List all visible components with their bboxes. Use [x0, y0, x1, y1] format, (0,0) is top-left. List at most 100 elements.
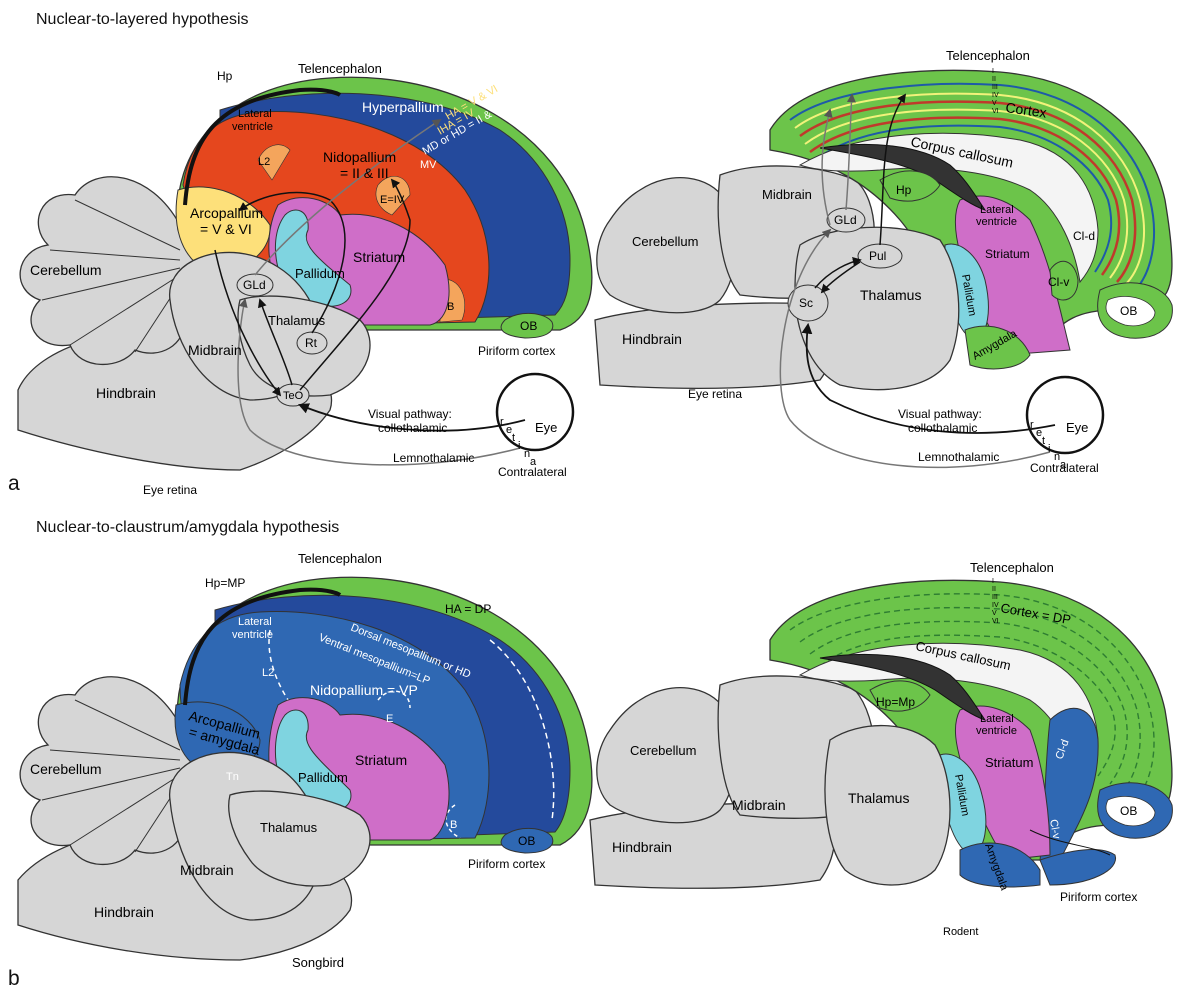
a-mammal-cerebellum-label: Cerebellum — [632, 234, 698, 249]
a-bird-hp-label: Hp — [217, 69, 233, 83]
panel-a-mammal-brain — [595, 70, 1172, 467]
a-bird-mv-label: MV — [420, 159, 437, 171]
b-bird-midbrain-label: Midbrain — [180, 862, 234, 878]
a-bird-lateral-label: Lateral — [238, 108, 272, 120]
retina-letter: r — [1030, 419, 1034, 431]
cortex-layer-number: VI — [992, 618, 999, 625]
b-bird-hp-mp-label: Hp=MP — [205, 576, 245, 590]
a-mammal-visual-pathway-label: Visual pathway: — [898, 407, 982, 421]
b-bird-b-label: B — [450, 819, 457, 831]
a-bird-ob-label: OB — [520, 319, 537, 333]
a-bird-e-label: E=IV — [380, 194, 405, 206]
b-mammal-lateral-label: Lateral — [980, 713, 1014, 725]
a-mammal-telencephalon-label: Telencephalon — [946, 48, 1030, 63]
cortex-layer-number: II — [992, 586, 996, 593]
panel-a-title: Nuclear-to-layered hypothesis — [36, 11, 249, 28]
a-mammal-hp-label: Hp — [896, 183, 912, 197]
b-mammal-hp-mp-label: Hp=Mp — [876, 695, 915, 709]
b-bird-striatum-label: Striatum — [355, 752, 407, 768]
b-bird-thalamus-label: Thalamus — [260, 820, 318, 835]
a-bird-hindbrain-label: Hindbrain — [96, 385, 156, 401]
panel-b-mammal-brain — [590, 580, 1172, 888]
cortex-layer-number: III — [992, 594, 998, 601]
a-bird-arcopallium-label: Arcopallium — [190, 205, 263, 221]
a-mammal-ob-label: OB — [1120, 304, 1137, 318]
b-mammal-piriform-label: Piriform cortex — [1060, 890, 1137, 904]
retina-letter: i — [1048, 443, 1050, 455]
a-bird-piriform-label: Piriform cortex — [478, 344, 555, 358]
b-mammal-telencephalon-label: Telencephalon — [970, 560, 1054, 575]
retina-letter: t — [1042, 435, 1045, 447]
b-mammal-ob-label: OB — [1120, 804, 1137, 818]
cortex-layer-number: VI — [992, 108, 999, 115]
a-bird-ventricle-label: ventricle — [232, 121, 273, 133]
cortex-layer-number: V — [992, 610, 997, 617]
b-bird-lateral-label: Lateral — [238, 616, 272, 628]
a-bird-midbrain-label: Midbrain — [188, 342, 242, 358]
a-bird-b-label: B — [447, 301, 454, 313]
a-mammal-striatum-label: Striatum — [985, 247, 1030, 261]
a-bird-l2-label: L2 — [258, 156, 270, 168]
b-mammal-ventricle-label: ventricle — [976, 725, 1017, 737]
a-mammal-sc-label: Sc — [799, 296, 813, 310]
a-bird-striatum-label: Striatum — [353, 249, 405, 265]
a-bird-nidopallium-label: Nidopallium — [323, 149, 396, 165]
b-bird-ob-label: OB — [518, 834, 535, 848]
a-mammal-hindbrain-label: Hindbrain — [622, 331, 682, 347]
b-bird-hindbrain-label: Hindbrain — [94, 904, 154, 920]
a-bird-eye-retina-label: Eye retina — [143, 483, 197, 497]
cortex-layer-number: I — [992, 68, 994, 75]
retina-letter: r — [500, 416, 504, 428]
a-bird-hyperpallium-label: Hyperpallium — [362, 99, 444, 115]
a-bird-gld-label: GLd — [243, 278, 266, 292]
cortex-layer-number: I — [992, 578, 994, 585]
a-mammal-eye-label: Eye — [1066, 420, 1088, 435]
b-bird-caption: Songbird — [292, 955, 344, 970]
cortex-layer-number: II — [992, 76, 996, 83]
a-bird-collothalamic-label: collothalamic — [378, 421, 447, 435]
b-bird-ventricle-label: ventricle — [232, 629, 273, 641]
a-mammal-eye-retina-label: Eye retina — [688, 387, 742, 401]
b-mammal-caption: Rodent — [943, 926, 978, 938]
b-bird-cerebellum-label: Cerebellum — [30, 761, 102, 777]
a-mammal-collothalamic-label: collothalamic — [908, 421, 977, 435]
a-mammal-gld-label: GLd — [834, 213, 857, 227]
a-mammal-pul-label: Pul — [869, 249, 886, 263]
a-bird-visual-pathway-label: Visual pathway: — [368, 407, 452, 421]
a-bird-rt-label: Rt — [305, 336, 318, 350]
b-mammal-thalamus-label: Thalamus — [848, 790, 909, 806]
cortex-layer-number: V — [992, 100, 997, 107]
a-bird-pallidum-label: Pallidum — [295, 266, 345, 281]
retina-letter: i — [518, 440, 520, 452]
panel-a-letter: a — [8, 472, 20, 495]
panel-b-letter: b — [8, 967, 20, 990]
a-bird-teo-label: TeO — [283, 390, 304, 402]
a-mammal-lemnothalamic-label: Lemnothalamic — [918, 450, 999, 464]
retina-letter: a — [1060, 459, 1067, 471]
cortex-layer-number: III — [992, 84, 998, 91]
panel-b-bird-brain — [18, 577, 592, 960]
a-bird-cerebellum-label: Cerebellum — [30, 262, 102, 278]
a-bird-arcopallium-sub-label: = V & VI — [200, 221, 252, 237]
b-bird-e-label: E — [386, 713, 393, 725]
retina-letter: a — [530, 456, 537, 468]
b-bird-pallidum-label: Pallidum — [298, 770, 348, 785]
a-bird-telencephalon-label: Telencephalon — [298, 61, 382, 76]
b-mammal-hindbrain-label: Hindbrain — [612, 839, 672, 855]
b-bird-telencephalon-label: Telencephalon — [298, 551, 382, 566]
retina-letter: t — [512, 432, 515, 444]
b-mammal-midbrain-label: Midbrain — [732, 797, 786, 813]
a-mammal-midbrain-label: Midbrain — [762, 187, 812, 202]
b-mammal-cerebellum-label: Cerebellum — [630, 743, 696, 758]
a-bird-nidopallium-sub-label: = II & III — [340, 165, 389, 181]
a-mammal-cld-label: Cl-d — [1073, 229, 1095, 243]
a-bird-lemnothalamic-label: Lemnothalamic — [393, 451, 474, 465]
a-mammal-thalamus-label: Thalamus — [860, 287, 921, 303]
cortex-layer-number: IV — [992, 602, 999, 609]
a-mammal-clv-label: Cl-v — [1048, 275, 1069, 289]
a-mammal-ventricle-label: ventricle — [976, 216, 1017, 228]
a-bird-eye-label: Eye — [535, 420, 557, 435]
b-bird-piriform-label: Piriform cortex — [468, 857, 545, 871]
a-bird-thalamus-label: Thalamus — [268, 313, 326, 328]
